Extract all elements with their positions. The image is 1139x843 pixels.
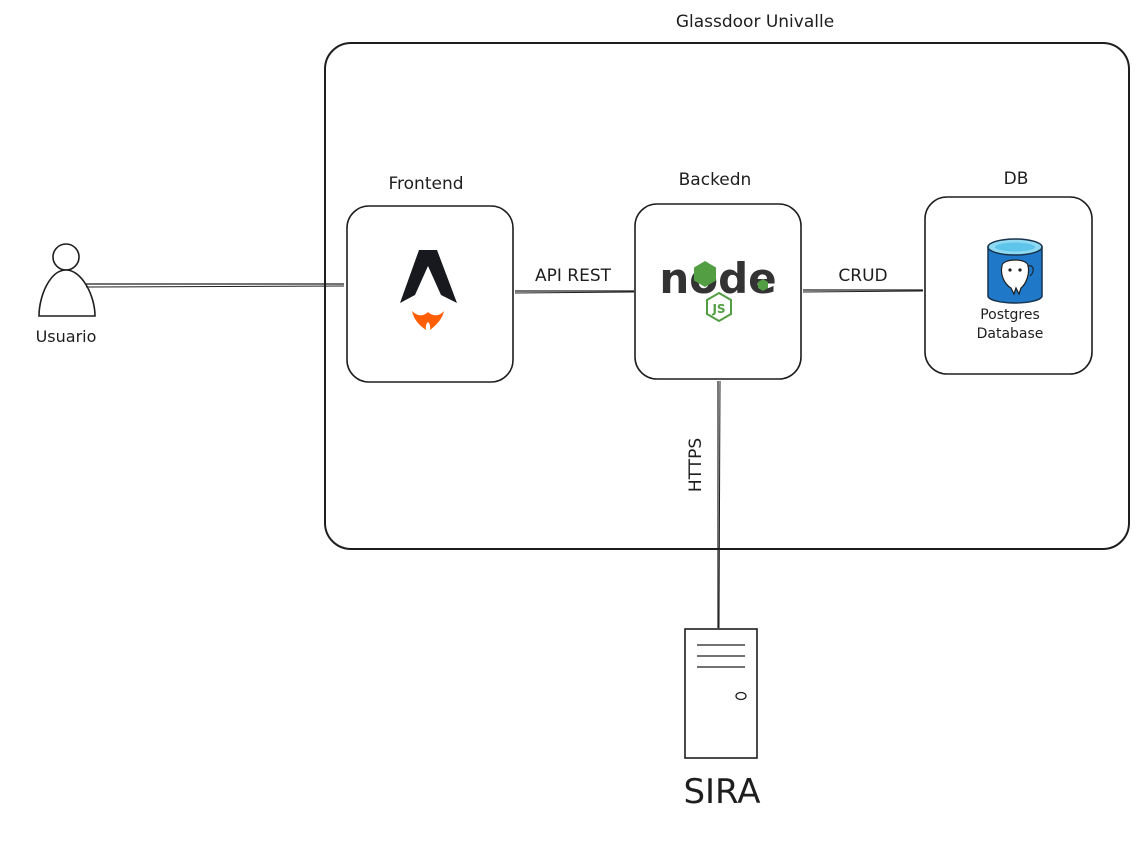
- edge-user-frontend: [85, 283, 345, 288]
- external-system-label: SIRA: [683, 772, 760, 812]
- edge-label-https: HTTPS: [686, 438, 706, 492]
- server-tower-icon: [684, 628, 758, 759]
- backend-label: Backedn: [679, 170, 752, 190]
- nodejs-badge-text: JS: [711, 302, 725, 316]
- db-caption-line1: Postgres: [980, 307, 1040, 323]
- edge-backend-db: [802, 289, 924, 293]
- edge-backend-external: [717, 380, 721, 629]
- user-actor-icon: [38, 243, 96, 317]
- astro-logo-icon: [400, 250, 457, 330]
- frontend-label: Frontend: [388, 174, 463, 194]
- edge-frontend-backend: [514, 290, 635, 294]
- edge-label-crud: CRUD: [838, 266, 887, 286]
- backend-box: [634, 203, 802, 380]
- postgres-database-icon: [987, 238, 1043, 304]
- nodejs-wordmark: node: [659, 254, 776, 303]
- frontend-box: [346, 205, 514, 383]
- db-caption-line2: Database: [977, 326, 1044, 342]
- edge-label-api-rest: API REST: [535, 266, 612, 286]
- diagram-title: Glassdoor Univalle: [676, 12, 834, 32]
- db-label: DB: [1004, 169, 1029, 189]
- nodejs-logo-icon: node JS: [659, 254, 777, 323]
- system-boundary: [324, 42, 1130, 550]
- actor-label: Usuario: [36, 327, 97, 346]
